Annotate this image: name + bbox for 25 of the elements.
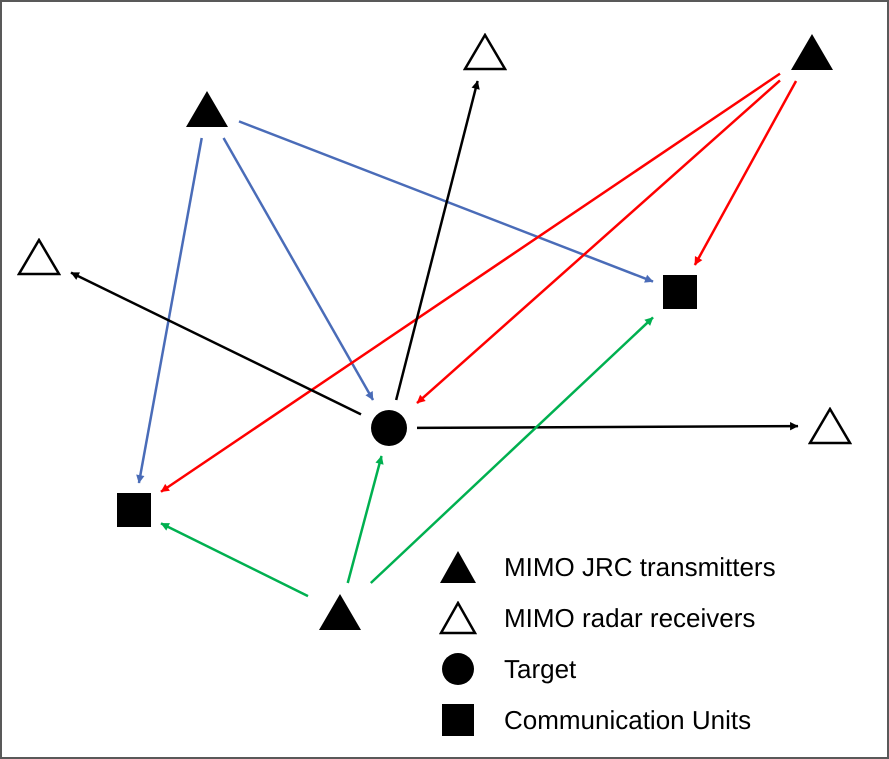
legend-label: Communication Units	[504, 704, 752, 736]
receiver-triangle	[17, 238, 61, 276]
transmitter-triangle	[790, 33, 834, 71]
arrow	[136, 138, 203, 484]
target-circle	[371, 410, 407, 446]
arrow	[694, 80, 798, 266]
legend-label: MIMO JRC transmitters	[504, 552, 776, 582]
arrow	[417, 422, 798, 430]
transmitter-triangle	[185, 90, 229, 128]
legend-label: MIMO radar receivers	[504, 602, 756, 634]
arrow	[70, 272, 362, 416]
transmitter-triangle	[318, 593, 362, 631]
arrow	[346, 456, 384, 584]
receiver-triangle	[463, 33, 507, 71]
legend-label: Target	[504, 654, 576, 684]
arrow	[160, 72, 781, 493]
receiver-triangle	[808, 407, 852, 445]
arrow	[238, 120, 654, 283]
communication-unit-square	[663, 275, 697, 309]
arrow	[160, 522, 309, 598]
arrow	[370, 316, 654, 584]
arrow	[222, 137, 374, 401]
communication-unit-square	[117, 493, 151, 527]
arrow	[416, 80, 781, 404]
arrow	[394, 80, 480, 400]
